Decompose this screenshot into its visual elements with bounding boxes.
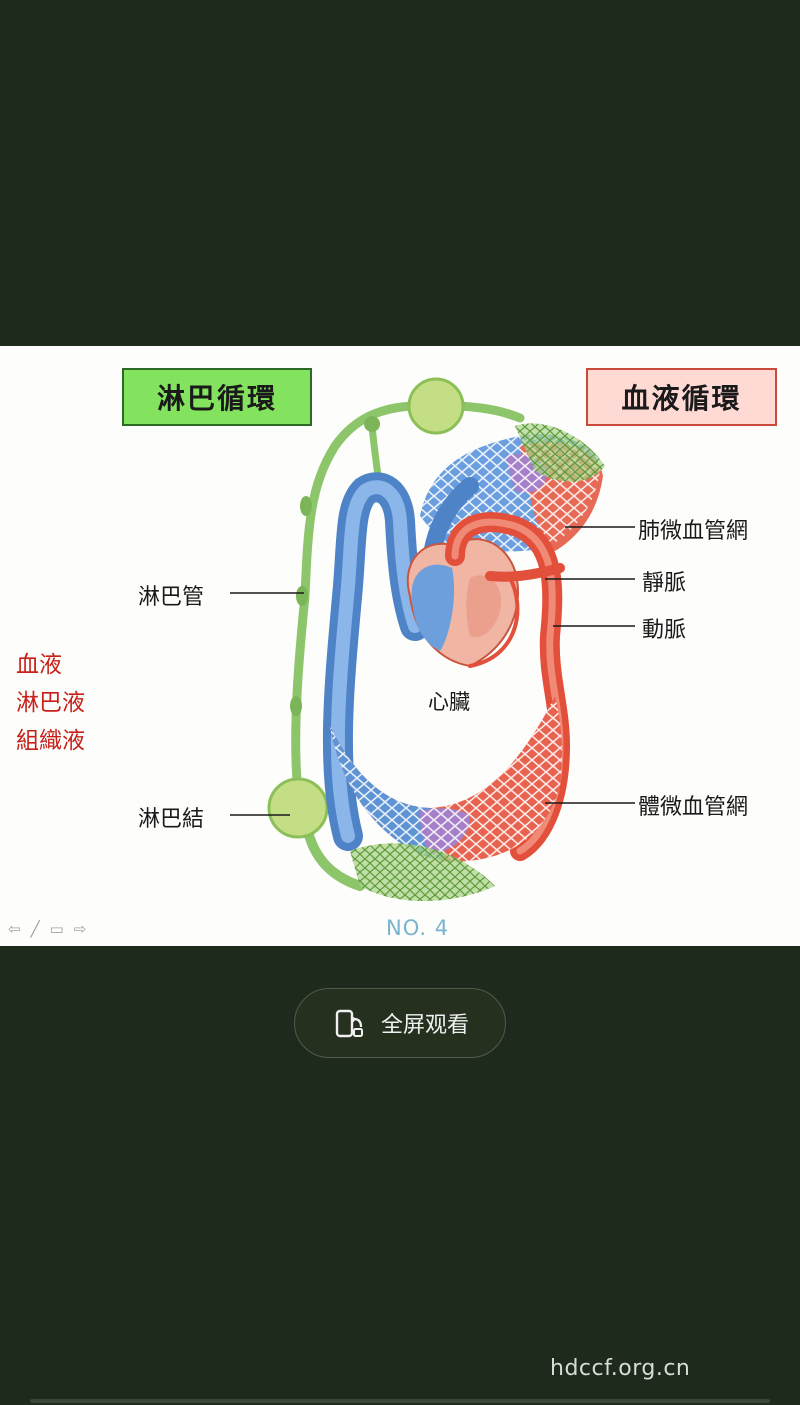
menu-icon[interactable]: ▭ <box>49 920 64 938</box>
lymph-node-bottom <box>267 777 329 839</box>
fullscreen-label: 全屏观看 <box>380 1013 469 1038</box>
slide-number: NO. 4 <box>386 916 450 940</box>
rotate-phone-icon <box>335 1009 363 1038</box>
circulation-diagram <box>230 377 635 901</box>
pen-icon[interactable]: ╱ <box>30 920 40 938</box>
lymph-circulation-title: 淋巴循環 <box>122 368 312 426</box>
label-lymph-node: 淋巴結 <box>138 807 205 832</box>
label-vein: 靜脈 <box>642 571 687 596</box>
home-indicator <box>30 1399 770 1403</box>
heart-shape <box>406 538 519 668</box>
fluid-list-item: 血液 <box>16 652 62 678</box>
label-leader-lines <box>230 526 635 816</box>
watermark: hdccf.org.cn <box>550 1356 691 1381</box>
body-capillary-net <box>330 696 563 901</box>
fluid-list-item: 淋巴液 <box>16 690 85 716</box>
label-lymph-vessel: 淋巴管 <box>138 585 205 610</box>
slide-nav: ⇦ ╱ ▭ ⇨ <box>8 920 86 938</box>
label-artery: 動脈 <box>642 618 687 643</box>
slide-area: 淋巴循環 血液循環 淋巴管 淋巴結 心臟 肺微血管網 靜脈 動脈 體微血管網 血… <box>0 346 800 946</box>
label-heart: 心臟 <box>428 690 470 714</box>
next-arrow-icon[interactable]: ⇨ <box>73 920 87 938</box>
blood-circulation-title: 血液循環 <box>586 368 777 426</box>
lymph-node-top <box>407 377 465 435</box>
fullscreen-button[interactable]: 全屏观看 <box>294 988 506 1058</box>
label-pulmonary-capillary: 肺微血管網 <box>638 519 749 544</box>
fluid-list: 血液 淋巴液 組織液 <box>16 646 85 760</box>
prev-arrow-icon[interactable]: ⇦ <box>8 920 21 938</box>
label-body-capillary: 體微血管網 <box>638 795 749 820</box>
fluid-list-item: 組織液 <box>16 728 85 754</box>
